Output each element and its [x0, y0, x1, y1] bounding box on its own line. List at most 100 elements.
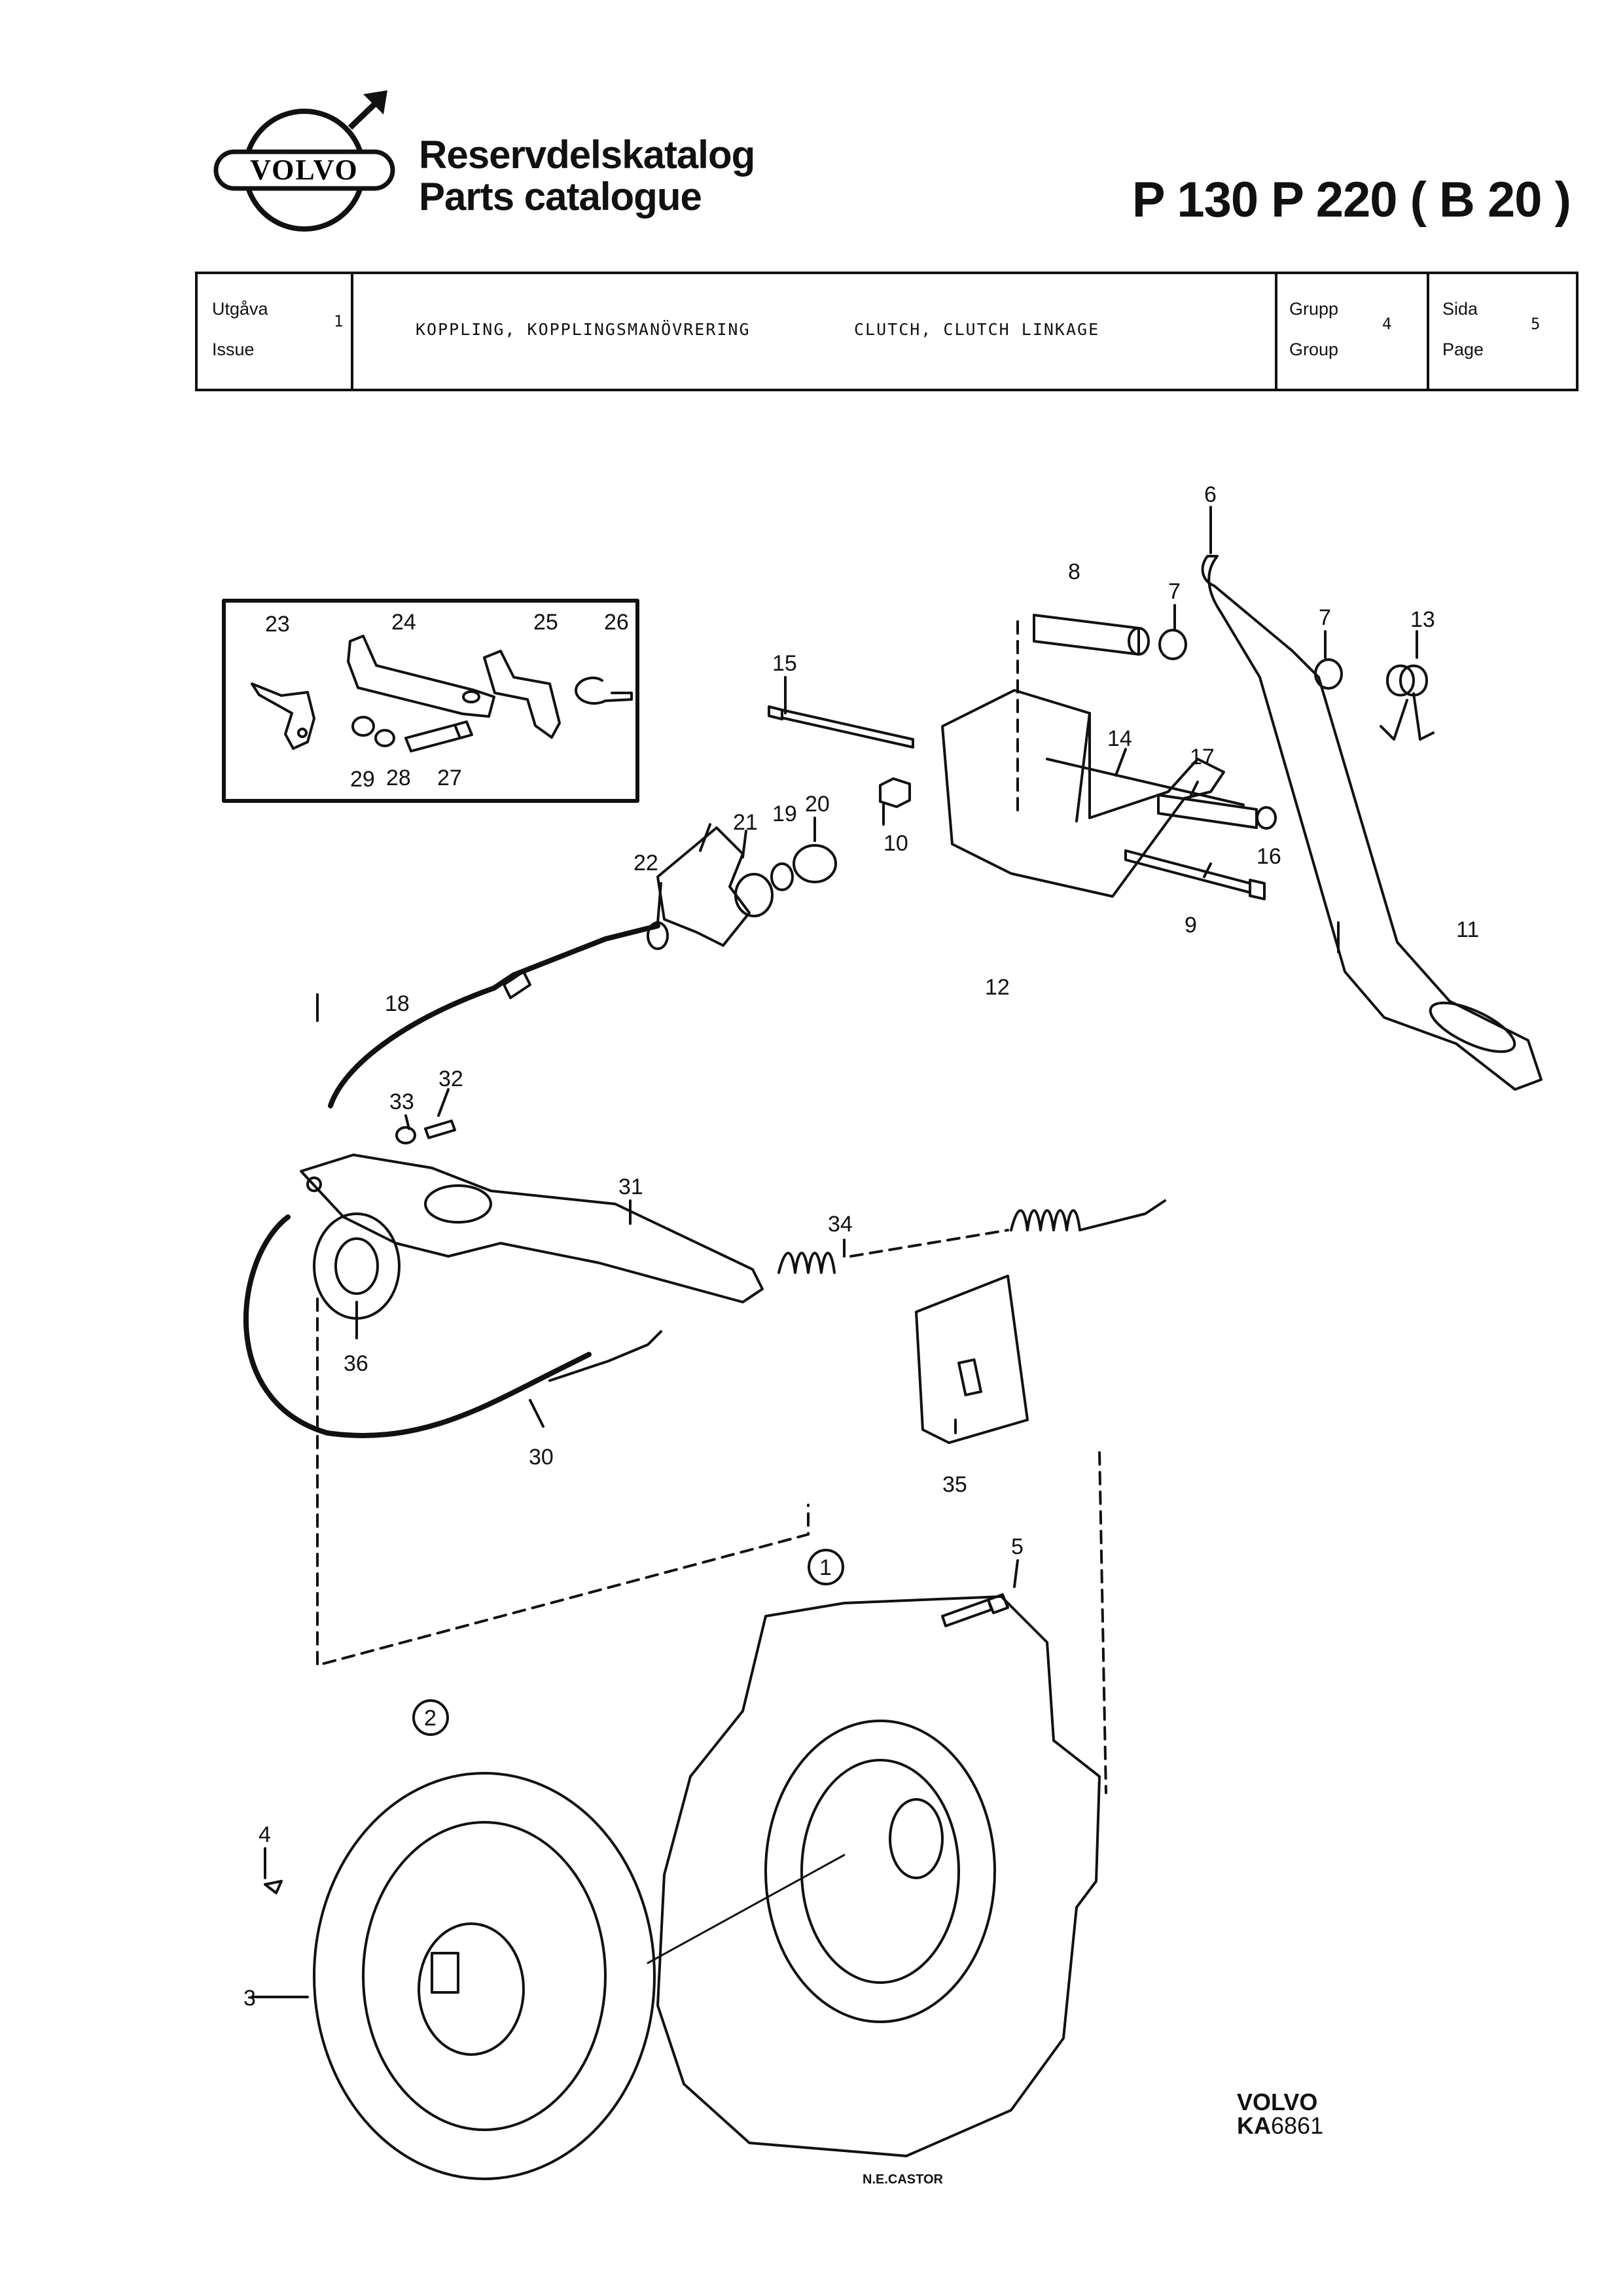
callout-9: 9: [1185, 913, 1197, 938]
callout-23: 23: [265, 612, 290, 637]
part-rod-14: [1046, 758, 1245, 806]
description-cell: KOPPLING, KOPPLINGSMANÖVRERING CLUTCH, C…: [353, 274, 1277, 389]
callout-35: 35: [942, 1472, 967, 1497]
title-english: Parts catalogue: [419, 175, 702, 219]
callout-5: 5: [1011, 1534, 1024, 1559]
part-bushing-21: [734, 873, 774, 917]
part-bracket-23-hole: [297, 728, 308, 738]
artist-credit: N.E.CASTOR: [863, 2172, 943, 2187]
issue-label-en: Issue: [212, 340, 255, 359]
part-sleeve-17: [1157, 794, 1258, 829]
callout-13: 13: [1410, 607, 1435, 632]
callout-4: 4: [259, 1822, 271, 1847]
part-bracket-24-hole: [462, 690, 480, 703]
part-bushing-7a: [1158, 629, 1187, 660]
part-pressure-plate-1: [656, 1595, 1101, 2157]
callout-6: 6: [1204, 482, 1217, 507]
part-pedal-6: [1201, 555, 1543, 1091]
callout-14: 14: [1107, 726, 1132, 751]
callout-7a: 7: [1168, 579, 1181, 604]
model-designation: P 130 P 220 ( B 20 ): [1132, 172, 1571, 228]
part-spring-13: [1380, 664, 1435, 741]
part-pedal-pad-11: [1429, 1001, 1516, 1053]
page-value: 5: [1531, 315, 1541, 333]
part-bracket-25: [483, 650, 561, 739]
description-english: CLUTCH, CLUTCH LINKAGE: [854, 320, 1100, 339]
part-bushing-7b: [1314, 658, 1343, 690]
part-washer-19: [770, 862, 794, 891]
part-bolt-32: [424, 1120, 456, 1139]
callout-10: 10: [883, 831, 908, 856]
callout-7b: 7: [1319, 605, 1331, 630]
part-washer-28: [374, 729, 395, 747]
callout-30: 30: [529, 1445, 554, 1470]
group-value: 4: [1382, 315, 1392, 333]
bracket-inset-box: [222, 599, 639, 803]
page-label-sv: Sida: [1442, 299, 1478, 319]
part-nut-10: [879, 777, 911, 808]
part-clip-26: [575, 677, 633, 705]
part-cable-18: [328, 923, 660, 1108]
group-cell: Grupp Group 4: [1277, 274, 1429, 389]
title-swedish: Reservdelskatalog: [419, 133, 755, 177]
callout-21: 21: [733, 810, 758, 835]
part-cover-35: [915, 1275, 1029, 1444]
callout-28: 28: [386, 766, 411, 790]
volvo-logo: VOLVO: [213, 90, 395, 232]
part-release-fork-31: [300, 1154, 764, 1303]
group-label-sv: Grupp: [1289, 299, 1339, 319]
drawing-ref-number: 6861: [1271, 2112, 1324, 2139]
part-pressure-plate-inner: [764, 1720, 996, 2023]
callout-33: 33: [389, 1089, 414, 1114]
callout-31: 31: [618, 1174, 643, 1199]
callout-20: 20: [805, 792, 830, 817]
page-label-en: Page: [1442, 340, 1484, 359]
callout-3: 3: [243, 1986, 256, 2011]
description-swedish: KOPPLING, KOPPLINGSMANÖVRERING: [416, 320, 751, 339]
issue-cell: Utgåva Issue 1: [198, 274, 353, 389]
part-spring-34: [777, 1199, 1166, 1274]
part-plate-22: [656, 826, 751, 947]
callout-circle-1: [808, 1549, 844, 1585]
callout-22: 22: [633, 851, 658, 875]
callout-27: 27: [437, 766, 462, 790]
part-bolt-9: [1124, 849, 1266, 900]
issue-label-sv: Utgåva: [212, 299, 268, 319]
callout-32: 32: [438, 1067, 463, 1091]
part-bolt-27: [404, 720, 473, 752]
callout-16: 16: [1257, 844, 1281, 869]
callout-15: 15: [772, 651, 797, 676]
page-cell: Sida Page 5: [1429, 274, 1576, 389]
callout-36: 36: [344, 1351, 368, 1376]
callout-11: 11: [1456, 917, 1479, 942]
callout-2: 2: [424, 1706, 437, 1731]
drawing-reference: VOLVO KA6861: [1237, 2091, 1323, 2138]
part-washer-33: [395, 1126, 416, 1144]
callout-8: 8: [1068, 559, 1080, 584]
drawing-ref-prefix: KA: [1237, 2112, 1271, 2139]
logo-text: VOLVO: [250, 154, 359, 186]
part-cable-30: [243, 1214, 592, 1438]
callout-26: 26: [604, 610, 629, 635]
callout-18: 18: [385, 991, 410, 1016]
part-rivet-4: [264, 1880, 283, 1894]
part-clutch-disc-2: [313, 1772, 656, 2180]
part-nut-29: [351, 716, 375, 737]
callout-17: 17: [1190, 745, 1215, 769]
part-release-fork-hole: [424, 1184, 492, 1224]
drawing-brand: VOLVO: [1237, 2089, 1318, 2115]
callout-25: 25: [533, 610, 558, 635]
part-nut-20: [793, 844, 837, 883]
callout-29: 29: [350, 767, 375, 792]
part-bracket-24: [347, 635, 495, 718]
group-label-en: Group: [1289, 340, 1339, 359]
part-nut-16: [1256, 806, 1277, 830]
callout-24: 24: [391, 610, 416, 635]
callout-1: 1: [819, 1555, 832, 1580]
part-bracket-23: [251, 682, 315, 750]
issue-value: 1: [334, 312, 344, 330]
callout-19: 19: [772, 802, 797, 826]
callout-34: 34: [828, 1212, 853, 1237]
